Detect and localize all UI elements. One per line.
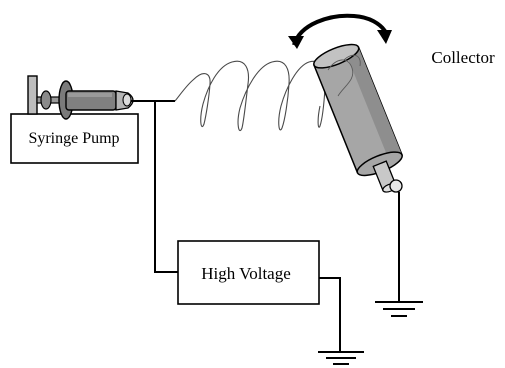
syringe-back-plate	[27, 75, 38, 115]
voltage-ground-wire	[319, 277, 341, 352]
collector-drum	[313, 43, 403, 193]
rotation-arrow-arc	[292, 13, 387, 46]
syringe-barrel-highlight	[68, 93, 112, 97]
collector-ground	[375, 192, 423, 317]
collector-shaft-tip	[389, 179, 403, 193]
syringe-nozzle-ring	[122, 93, 132, 107]
rotation-arrow-head-right	[377, 30, 392, 44]
syringe	[27, 75, 175, 120]
collector-label: Collector	[431, 48, 495, 67]
rotation-arrow	[288, 13, 392, 49]
rotation-arrow-head-left	[288, 36, 304, 49]
collector-drum-shade	[345, 47, 402, 161]
high-voltage-box	[177, 240, 320, 305]
needle-to-voltage-wire	[154, 101, 178, 273]
collector-drum-top	[313, 43, 360, 69]
syringe-plunger-head	[40, 90, 52, 110]
high-voltage-label: High Voltage	[201, 264, 291, 283]
high-voltage-supply: High Voltage	[177, 240, 320, 305]
electrospun-jet-spiral	[174, 60, 326, 132]
deposited-fibers	[327, 54, 361, 97]
syringe-pump-box	[10, 113, 139, 164]
voltage-ground	[318, 277, 364, 365]
syringe-pump: Syringe Pump	[10, 113, 139, 164]
syringe-pump-label: Syringe Pump	[28, 130, 119, 147]
